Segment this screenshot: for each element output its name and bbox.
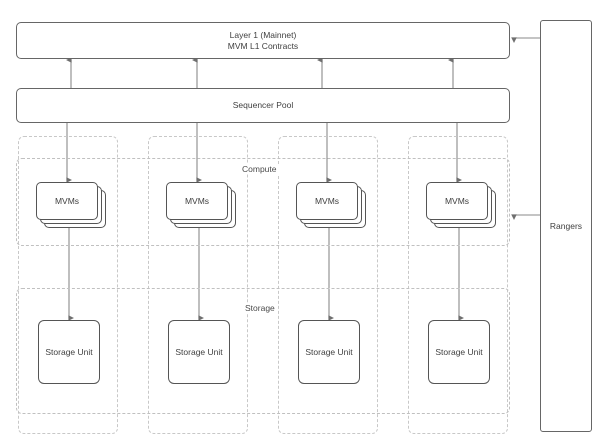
mvms-card-front: MVMs (296, 182, 358, 220)
mvms-card-front: MVMs (426, 182, 488, 220)
storage-unit-2: Storage Unit (298, 320, 360, 384)
rangers-node: Rangers (540, 20, 592, 432)
mvms-stack-0: MVMs (36, 182, 106, 228)
sequencer-pool-node: Sequencer Pool (16, 88, 510, 123)
storage-band (16, 288, 510, 414)
compute-band (16, 158, 510, 246)
storage-unit-1: Storage Unit (168, 320, 230, 384)
layer1-mainnet-node: Layer 1 (Mainnet) MVM L1 Contracts (16, 22, 510, 59)
mvms-card-front: MVMs (36, 182, 98, 220)
mvms-card-front: MVMs (166, 182, 228, 220)
compute-band-label: Compute (240, 164, 279, 174)
ranger-column-1 (148, 136, 248, 434)
ranger-column-0 (18, 136, 118, 434)
ranger-column-3 (408, 136, 508, 434)
mvms-stack-1: MVMs (166, 182, 236, 228)
storage-unit-0: Storage Unit (38, 320, 100, 384)
mvms-stack-3: MVMs (426, 182, 496, 228)
storage-unit-3: Storage Unit (428, 320, 490, 384)
mvms-stack-2: MVMs (296, 182, 366, 228)
ranger-column-2 (278, 136, 378, 434)
storage-band-label: Storage (243, 303, 277, 313)
